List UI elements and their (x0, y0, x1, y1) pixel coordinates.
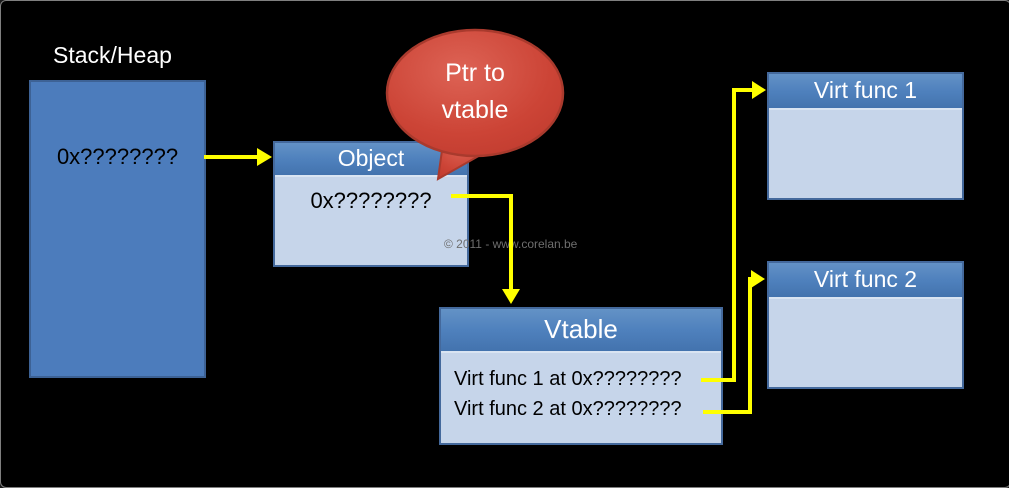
arrow-stack-to-object (204, 148, 272, 166)
callout-text-line2: vtable (441, 96, 509, 124)
stack-pointer-value: 0x???????? (56, 144, 179, 169)
vtable-box: Vtable Virt func 1 at 0x???????? Virt fu… (439, 307, 723, 445)
vtable-entry-1: Virt func 1 at 0x???????? (454, 368, 682, 390)
stack-heap-label: Stack/Heap (53, 42, 172, 68)
virt-func-1-box: Virt func 1 (767, 72, 964, 200)
vtable-box-title: Vtable (441, 309, 721, 353)
virt-func-2-box: Virt func 2 (767, 261, 964, 389)
virt-func-1-title: Virt func 1 (769, 74, 962, 110)
object-box: Object 0x???????? (273, 141, 469, 267)
vtable-entry-2: Virt func 2 at 0x???????? (454, 398, 682, 420)
callout-text: Ptr to vtable (389, 55, 561, 129)
object-box-title: Object (275, 143, 467, 177)
virt-func-2-title: Virt func 2 (769, 263, 962, 299)
object-vtable-pointer-value: 0x???????? (310, 188, 432, 213)
copyright-watermark: © 2011 - www.corelan.be (444, 237, 578, 251)
stack-heap-box: 0x???????? (29, 80, 206, 378)
vtable-entries: Virt func 1 at 0x???????? Virt func 2 at… (441, 353, 721, 424)
callout-text-line1: Ptr to (445, 59, 505, 87)
